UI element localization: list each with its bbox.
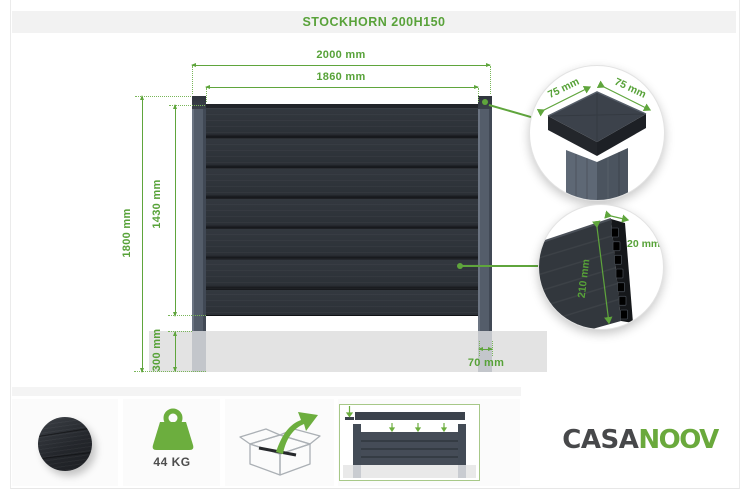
- title-bar: STOCKHORN 200H150: [12, 11, 736, 33]
- fence-post-left: [192, 96, 206, 331]
- dim-label-post-width: 70 mm: [467, 357, 505, 369]
- assembly-thumbnail: [339, 404, 480, 481]
- dim-ext: [134, 371, 206, 372]
- brand-noov: NOOV: [638, 425, 719, 455]
- detail-circle-post-cap: 75 mm 75 mm: [529, 65, 665, 201]
- dim-label-plank-height: 210 mm: [576, 258, 593, 298]
- dim-label-total-height: 1800 mm: [121, 208, 133, 258]
- dim-label-panel-width: 1860 mm: [316, 71, 366, 83]
- connector-line-plank: [462, 265, 544, 267]
- dim-ext: [168, 315, 206, 316]
- post-left-buried: [192, 331, 206, 372]
- fence-post-right: [478, 96, 492, 331]
- brand-casa: CASA: [562, 425, 639, 455]
- weight-label: 44 KG: [153, 455, 191, 469]
- detail-circle-plank: 210 mm 20 mm: [538, 204, 664, 330]
- weight-icon: [152, 408, 194, 450]
- fence-post-left-cap: [192, 96, 206, 109]
- assembly-diagram: [343, 406, 476, 478]
- dim-ext: [135, 96, 191, 97]
- material-swatch-icon: [38, 417, 92, 471]
- detail-dot-plank: [457, 263, 463, 269]
- dim-label-plank-thickness: 20 mm: [627, 238, 660, 250]
- brand-logo: CASANOOV: [555, 424, 725, 456]
- dim-line-total-height: [140, 95, 144, 373]
- plank-section-3d: 210 mm 20 mm: [539, 210, 660, 329]
- unboxing-icon: [239, 412, 321, 476]
- dim-label-ground-depth: 300 mm: [151, 328, 163, 372]
- dim-ext: [169, 105, 205, 106]
- post-right-buried: [478, 331, 492, 372]
- fence-panel: [206, 104, 478, 316]
- page-title: STOCKHORN 200H150: [302, 15, 446, 29]
- dim-ext: [206, 88, 207, 102]
- dim-ext: [490, 66, 491, 94]
- dim-line-ground-depth: [173, 331, 177, 372]
- dim-line-panel-width: [205, 85, 479, 89]
- dim-ext: [478, 88, 479, 102]
- post-cap-3d: 75 mm 75 mm: [536, 76, 652, 200]
- dim-line-post-width: [478, 347, 493, 351]
- dim-label-panel-height: 1430 mm: [151, 179, 163, 229]
- dim-line-total-width: [191, 63, 491, 67]
- detail-dot-post-cap: [482, 99, 488, 105]
- dim-ext: [168, 331, 192, 332]
- dim-ext: [192, 66, 193, 94]
- dim-line-panel-height: [173, 104, 177, 317]
- footer-divider-strip: [12, 387, 521, 396]
- dim-label-total-width: 2000 mm: [316, 49, 366, 61]
